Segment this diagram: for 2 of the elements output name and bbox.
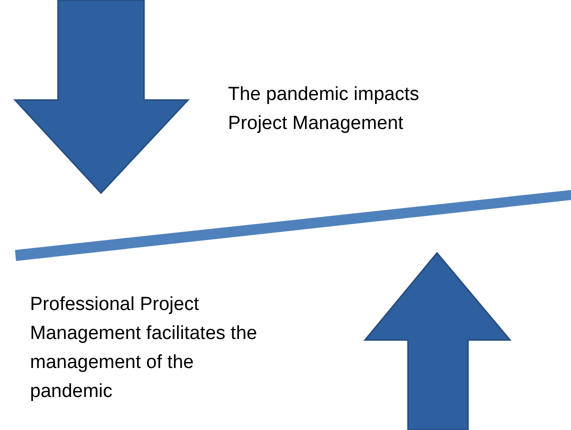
caption-text: The pandemic impacts Project Management xyxy=(228,83,420,136)
caption-text: Professional Project Management facilitates the management of the pandemic xyxy=(30,293,258,404)
